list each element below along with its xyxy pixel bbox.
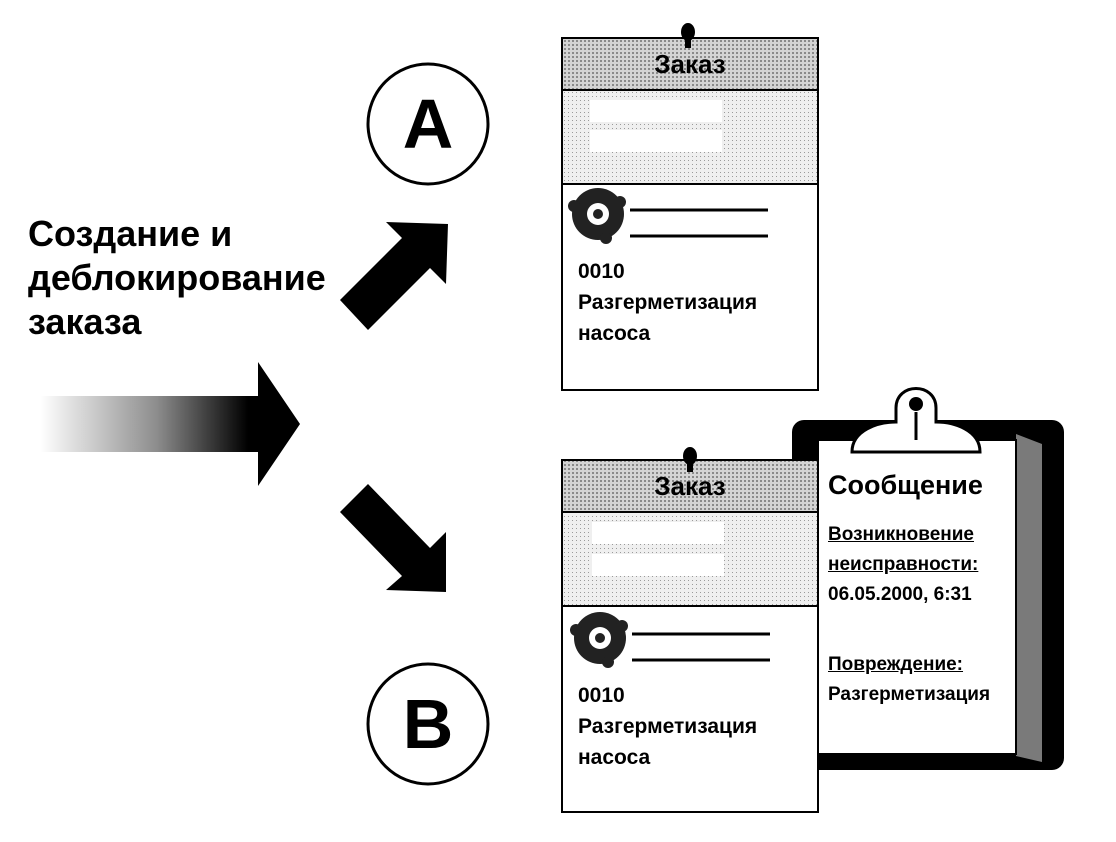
intro-line-3: заказа [28, 301, 142, 342]
order-card-b-operation-number: 0010 [578, 684, 625, 707]
gear-icon [570, 612, 628, 668]
order-card-a-operation-number: 0010 [578, 260, 625, 283]
order-card-b-operation-line-2: насоса [578, 746, 651, 769]
notification-clipboard [792, 420, 1064, 770]
malfunction-label-line-2: неисправности: [828, 554, 979, 575]
pin-icon [683, 447, 697, 472]
order-card-b [561, 459, 819, 813]
option-a-circle [366, 62, 490, 186]
malfunction-label-line-1: Возникновение [828, 524, 974, 545]
order-card-b-operation: 0010 Разгерметизация насоса [578, 680, 757, 773]
order-card-a-operation-line-2: насоса [578, 322, 651, 345]
malfunction-value: 06.05.2000, 6:31 [828, 584, 972, 605]
notification-malfunction: Возникновение неисправности: 06.05.2000,… [828, 520, 978, 610]
intro-line-2: деблокирование [28, 257, 326, 298]
order-card-a-operation: 0010 Разгерметизация насоса [578, 256, 757, 349]
order-card-a-title: Заказ [654, 49, 726, 79]
clipboard-clip-icon [850, 387, 982, 454]
arrow-down-right-icon [340, 484, 446, 592]
option-b-letter: B [402, 685, 454, 763]
arrow-up-right-icon [340, 222, 448, 330]
damage-label: Повреждение: [828, 654, 964, 675]
notification-damage: Повреждение: Разгерметизация [828, 650, 990, 710]
pin-icon [681, 23, 695, 48]
damage-value: Разгерметизация [828, 684, 991, 705]
arrow-right-icon [40, 362, 300, 486]
notification-title: Сообщение [828, 470, 983, 500]
order-card-b-operation-line-1: Разгерметизация [578, 715, 758, 738]
option-a-letter: A [402, 85, 454, 163]
intro-label: Создание и деблокирование заказа [28, 212, 326, 344]
intro-line-1: Создание и [28, 213, 233, 254]
order-card-b-title: Заказ [654, 471, 726, 501]
option-b-circle [366, 662, 490, 786]
gear-icon [568, 188, 626, 244]
order-card-a-operation-line-1: Разгерметизация [578, 291, 758, 314]
